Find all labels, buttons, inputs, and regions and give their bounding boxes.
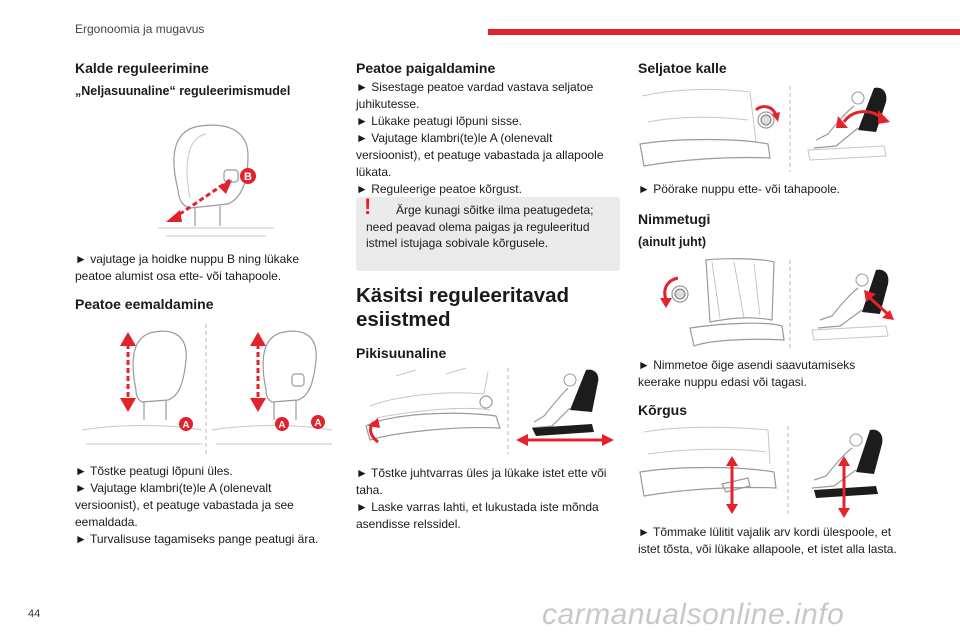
headrest-removal-illustration: A A A bbox=[81, 324, 333, 454]
warning-text: Ärge kunagi sõitke ilma peatugedeta; nee… bbox=[366, 203, 594, 250]
svg-text:A: A bbox=[182, 420, 189, 431]
install-instructions: ► Sisestage peatoe vardad vastava seljat… bbox=[356, 79, 614, 198]
install-step: ► Lükake peatugi lõpuni sisse. bbox=[356, 114, 522, 128]
tilt-instruction: ► vajutage ja hoidke nuppu B ning lükake… bbox=[75, 252, 300, 283]
removal-step: ► Vajutage klambri(te)le A (olenevalt ve… bbox=[75, 481, 294, 529]
svg-text:A: A bbox=[278, 420, 285, 431]
page-number: 44 bbox=[28, 608, 41, 620]
removal-step: ► Tõstke peatugi lõpuni üles. bbox=[75, 464, 233, 478]
longitudinal-illustration bbox=[365, 367, 614, 454]
longitudinal-step: ► Laske varras lahti, et lukustada iste … bbox=[356, 500, 599, 531]
svg-text:A: A bbox=[314, 418, 321, 429]
backrest-heading: Seljatoe kalle bbox=[638, 60, 727, 76]
watermark: carmanualsonline.info bbox=[542, 598, 845, 631]
tilt-heading: Kalde reguleerimine bbox=[75, 60, 209, 76]
header-accent-bar bbox=[488, 29, 960, 35]
warning-box: ! Ärge kunagi sõitke ilma peatugedeta; n… bbox=[356, 194, 620, 271]
longitudinal-step: ► Tõstke juhtvarras üles ja lükake istet… bbox=[356, 466, 607, 497]
lumbar-subheading: (ainult juht) bbox=[638, 235, 707, 249]
install-step: ► Sisestage peatoe vardad vastava seljat… bbox=[356, 80, 594, 111]
backrest-instruction: ► Pöörake nuppu ette- või tahapoole. bbox=[638, 182, 841, 196]
lumbar-instruction: ► Nimmetoe õige asendi saavutamiseks kee… bbox=[638, 358, 856, 389]
lumbar-illustration bbox=[660, 258, 894, 348]
longitudinal-instructions: ► Tõstke juhtvarras üles ja lükake istet… bbox=[356, 465, 620, 533]
lumbar-heading: Nimmetugi bbox=[638, 211, 711, 227]
install-step: ► Reguleerige peatoe kõrgust. bbox=[356, 182, 522, 196]
longitudinal-heading: Pikisuunaline bbox=[356, 345, 447, 361]
tilt-subheading: „Neljasuunaline“ reguleerimismudel bbox=[75, 84, 291, 98]
install-heading: Peatoe paigaldamine bbox=[356, 60, 496, 76]
headrest-tilt-illustration: B bbox=[158, 124, 274, 237]
warning-icon: ! bbox=[364, 194, 372, 219]
height-illustration bbox=[639, 426, 883, 518]
height-heading: Kõrgus bbox=[638, 402, 687, 418]
height-instruction: ► Tõmmake lülitit vajalik arv kordi üles… bbox=[638, 525, 897, 556]
removal-heading: Peatoe eemaldamine bbox=[75, 296, 214, 312]
removal-instructions: ► Tõstke peatugi lõpuni üles. ► Vajutage… bbox=[75, 463, 333, 548]
section-title: Ergonoomia ja mugavus bbox=[75, 22, 205, 36]
install-step: ► Vajutage klambri(te)le A (olenevalt ve… bbox=[356, 131, 604, 179]
callout-b: B bbox=[244, 171, 252, 183]
removal-step: ► Turvalisuse tagamiseks pange peatugi ä… bbox=[75, 532, 319, 546]
manual-seats-heading: Käsitsi reguleeritavad esiistmed bbox=[356, 284, 570, 331]
backrest-illustration bbox=[639, 86, 890, 172]
